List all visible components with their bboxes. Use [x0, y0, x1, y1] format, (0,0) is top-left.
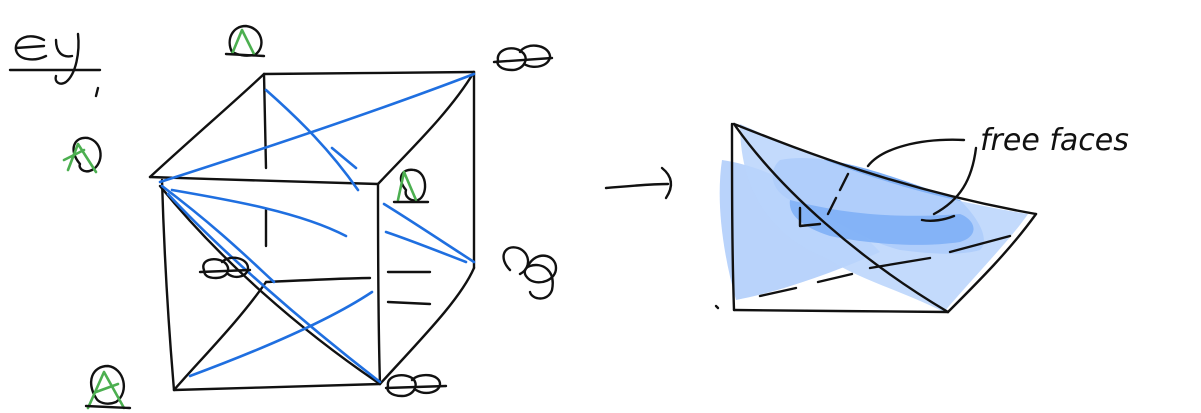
tetrahedron [714, 122, 1038, 314]
vertex-mark-top [224, 24, 266, 58]
cube-blue-diagonals [158, 72, 476, 384]
right-arrow-icon [604, 166, 673, 200]
vertex-mark-right-mid [392, 168, 430, 204]
handwritten-eg-icon [8, 32, 102, 98]
free-faces-label: free faces [980, 123, 1129, 158]
vertex-mark-top-right [492, 44, 554, 72]
vertex-mark-bottom-right [384, 373, 448, 398]
annotation-pointers [866, 138, 978, 216]
vertex-mark-right-lower [502, 246, 558, 300]
cube-edges [148, 70, 476, 392]
vertex-mark-inner [198, 256, 252, 280]
vertex-mark-bottom-left [84, 364, 132, 410]
vertex-mark-left [62, 136, 102, 174]
